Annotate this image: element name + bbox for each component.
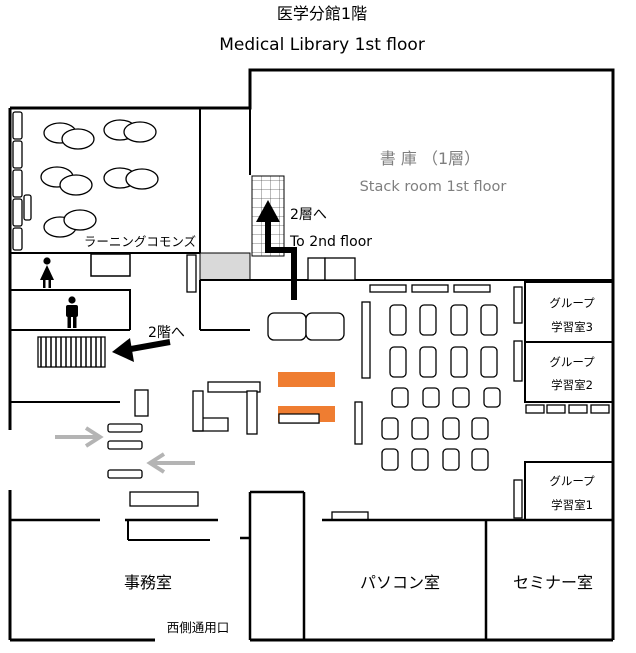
lounge-furniture: [107, 312, 369, 521]
stairs-icon: [37, 336, 106, 368]
gray-passage: [199, 252, 251, 281]
to-2nd-floor-label: 2階へ: [148, 325, 185, 341]
office-door-marks: [127, 520, 210, 541]
pillar-small: [186, 254, 197, 293]
west-entrance-label: 西側通用口: [167, 620, 230, 635]
group-room-3-line2: 学習室3: [551, 320, 593, 334]
entrance-arrow-icon: [55, 426, 195, 474]
group-room-3-line1: グループ: [549, 296, 595, 310]
arrow-left-icon: [112, 338, 171, 362]
learning-commons-walls: [10, 108, 201, 254]
arrow-up-icon: [256, 200, 297, 300]
orange-counter-upper: [278, 372, 335, 387]
stack-room-label-en: Stack room 1st floor: [360, 179, 507, 195]
pc-room-label: パソコン室: [360, 573, 440, 592]
group-room-1-line2: 学習室1: [551, 498, 593, 512]
title-ja: 医学分館1階: [277, 4, 367, 23]
to-2nd-layer-en: To 2nd floor: [289, 234, 372, 250]
outer-walls: [8, 68, 615, 642]
female-restroom-icon: [40, 257, 54, 288]
learning-commons-furniture: [12, 111, 159, 251]
group-room-2-line1: グループ: [549, 355, 595, 369]
title-en: Medical Library 1st floor: [219, 35, 425, 55]
bottom-room-walls: [10, 490, 613, 640]
restroom-walls: [10, 289, 131, 331]
learning-commons-label: ラーニングコモンズ: [84, 234, 196, 249]
office-label: 事務室: [124, 573, 172, 592]
reading-desks: [307, 257, 610, 519]
group-room-walls: [524, 281, 614, 521]
to-2nd-layer-ja: 2層へ: [290, 207, 327, 223]
counter-white-bar: [278, 413, 320, 424]
group-room-2-line2: 学習室2: [551, 378, 593, 392]
male-restroom-icon: [66, 296, 78, 328]
restroom-counter-top: [90, 253, 131, 277]
seminar-room-label: セミナー室: [513, 573, 593, 592]
stack-room-label-ja: 書 庫 （1層）: [380, 149, 480, 168]
group-room-1-line1: グループ: [549, 474, 595, 488]
